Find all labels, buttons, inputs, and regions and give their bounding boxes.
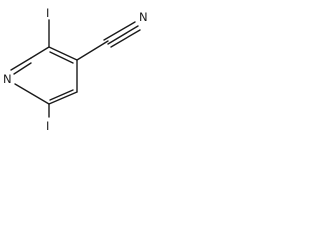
bond-c5-c6	[48, 91, 78, 105]
nitrile-nitrogen-label: N	[139, 10, 148, 24]
bond-c2-c3	[30, 46, 50, 59]
iodine-bottom-label: I	[46, 119, 49, 133]
bond-c6-n1	[14, 83, 50, 105]
bond-c2-n1-inner	[13, 62, 32, 75]
structure-diagram: I I N N	[3, 6, 148, 133]
bond-c3-c4	[48, 46, 78, 61]
bond-c5-c6-inner	[49, 89, 74, 101]
ring-nitrogen-label: N	[3, 72, 12, 86]
nitrile-bond-3	[110, 29, 141, 48]
nitrile-bond-2	[107, 25, 139, 45]
bond-c4-cyano-carbon	[76, 40, 109, 61]
nitrile-bond-1	[103, 21, 136, 41]
iodine-top-label: I	[46, 6, 49, 20]
bond-c3-c4-inner	[49, 51, 74, 64]
bond-c2-n1	[10, 57, 32, 71]
